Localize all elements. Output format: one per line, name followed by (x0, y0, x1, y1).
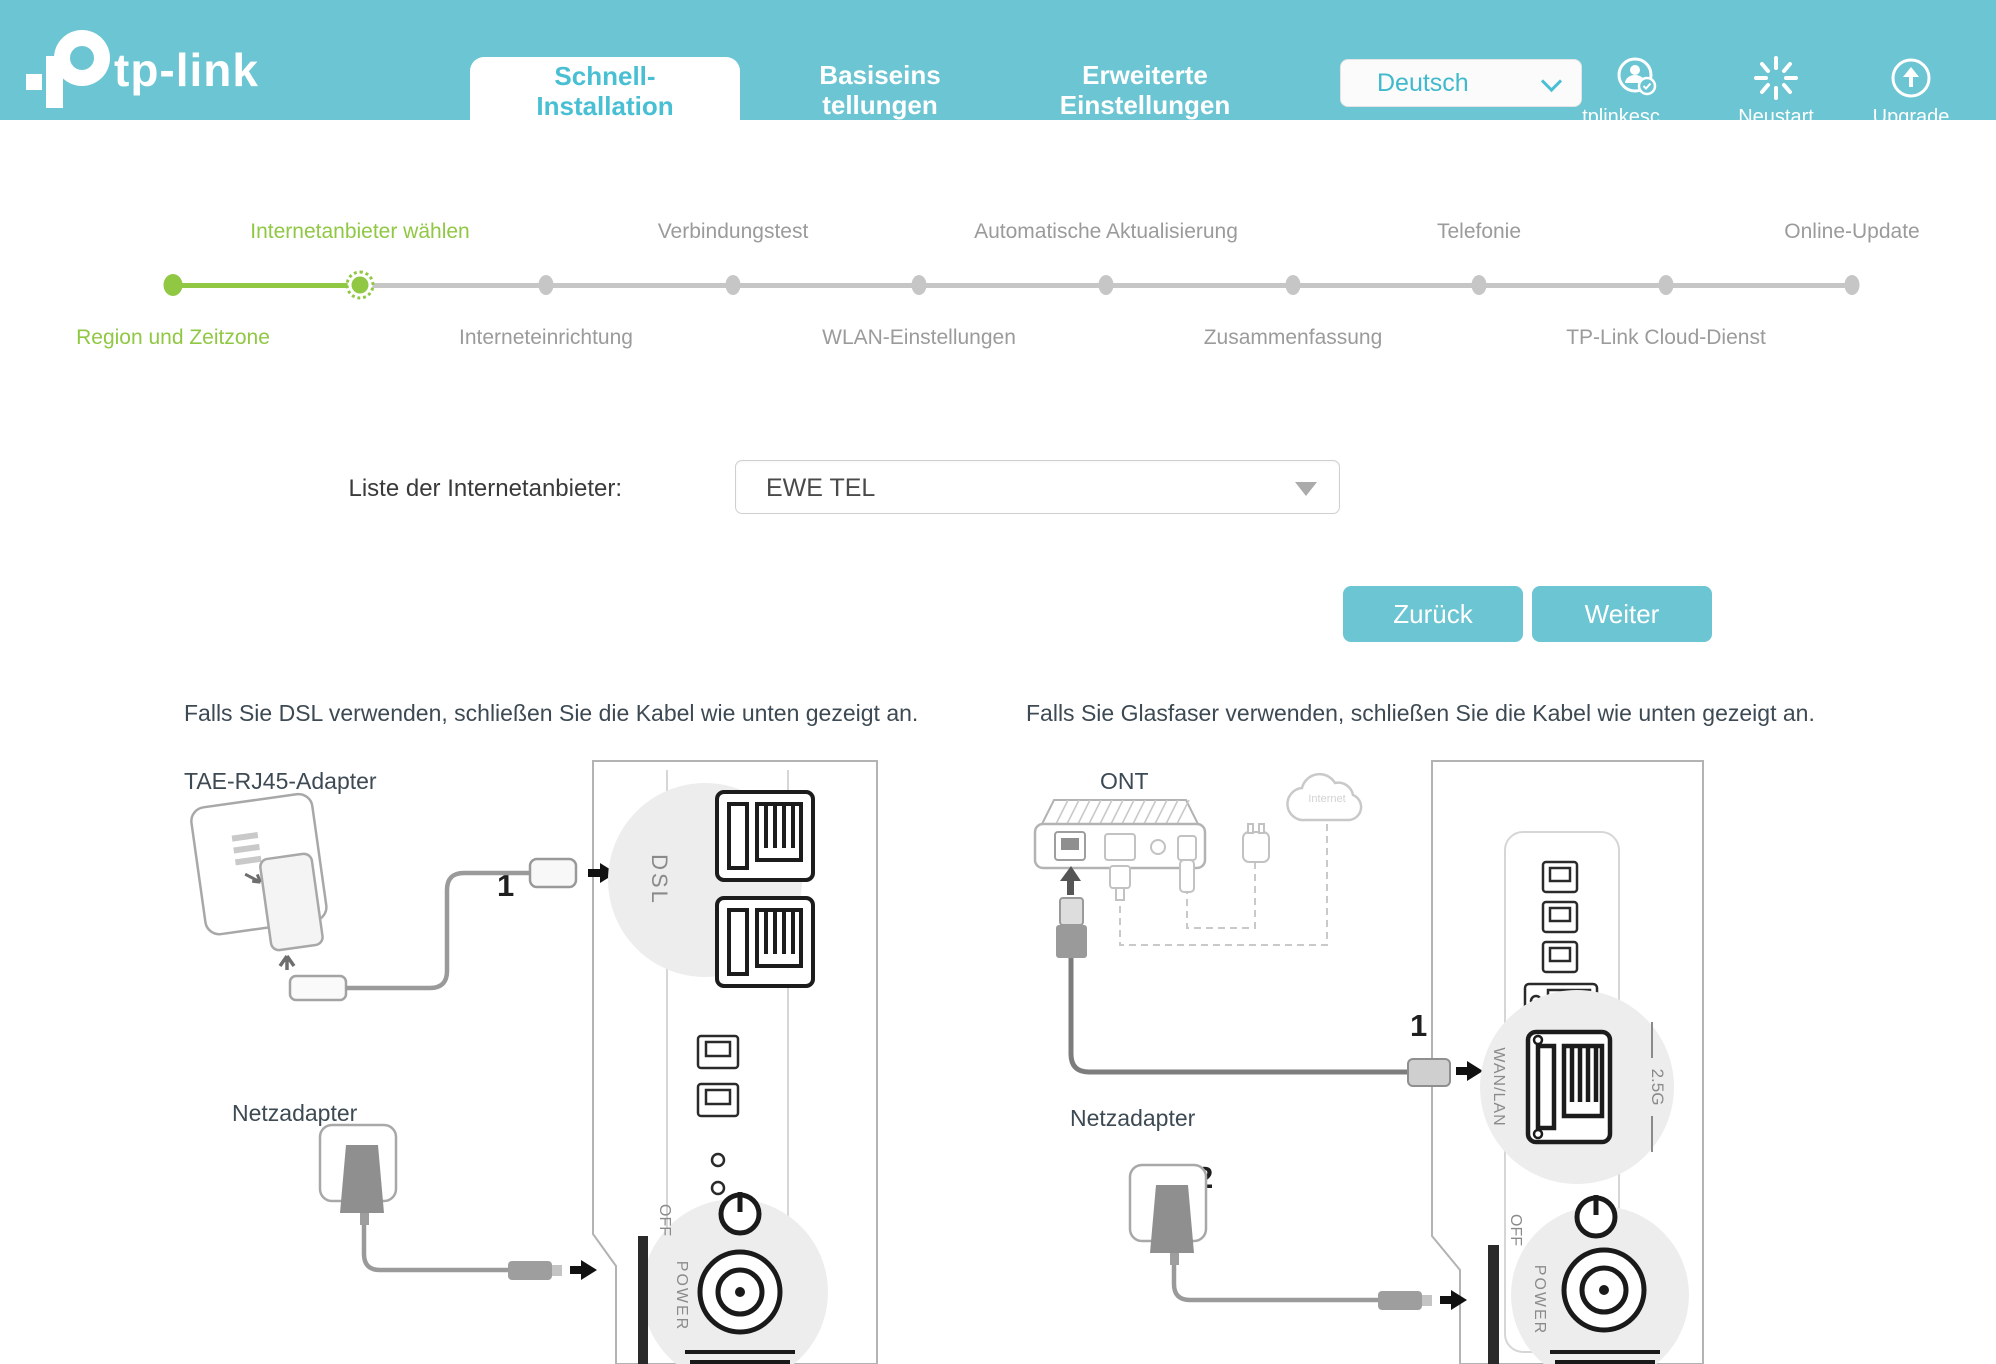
svg-text:tp-link: tp-link (114, 44, 259, 96)
step-dot-1 (163, 274, 183, 296)
back-button[interactable]: Zurück (1343, 586, 1523, 642)
off-label: OFF (1507, 1214, 1524, 1246)
internet-cloud-art: Internet (1286, 772, 1363, 822)
arrow-right-icon (588, 863, 616, 883)
arrow-up-icon (1060, 866, 1081, 895)
account-icon[interactable] (1615, 56, 1659, 100)
rj45-jack-art (1525, 1029, 1613, 1145)
step-label-10: Online-Update (1784, 220, 1920, 243)
step-dot-6 (1098, 275, 1114, 295)
fiber-plug-art (1109, 823, 1270, 901)
rj-plug (528, 857, 578, 889)
rj45-jack-art (715, 790, 815, 988)
restart-icon[interactable] (1754, 56, 1798, 100)
upgrade-label[interactable]: Upgrade (1872, 106, 1950, 128)
fiber-step1-number: 1 (1410, 1008, 1428, 1043)
wan-cable (1068, 958, 1408, 1075)
off-label: OFF (656, 1204, 673, 1236)
restart-label[interactable]: Neustart (1738, 106, 1814, 128)
tab-basic-settings[interactable]: Basiseins tellungen (745, 60, 1015, 120)
isp-list-label: Liste der Internetanbieter: (348, 475, 622, 502)
account-label[interactable]: tplinkesc… (1582, 106, 1680, 128)
step-dot-9 (1658, 275, 1674, 295)
stepper-track (173, 283, 1852, 288)
step-label-2: Internetanbieter wählen (250, 220, 470, 243)
dropdown-arrow-icon (1295, 482, 1317, 496)
step-dot-5 (911, 275, 927, 295)
tab-advanced-settings[interactable]: Erweiterte Einstellungen (1010, 60, 1280, 120)
step-label-3: Interneteinrichtung (459, 326, 633, 349)
dsl-caption: Falls Sie DSL verwenden, schließen Sie d… (184, 700, 919, 726)
rj-plug (288, 974, 348, 1002)
step-dot-3 (538, 275, 554, 295)
language-select[interactable]: Deutsch (1340, 59, 1582, 107)
step-dot-10 (1844, 275, 1860, 295)
power-label: POWER (673, 1261, 690, 1331)
dsl-cable (346, 870, 530, 991)
step-label-8: Telefonie (1436, 220, 1522, 243)
dsl-connection-diagram: DSL (190, 760, 878, 1364)
language-value: Deutsch (1377, 69, 1469, 97)
step-label-9: TP-Link Cloud-Dienst (1566, 326, 1766, 349)
arrow-right-icon (570, 1260, 597, 1280)
power-switch-art (718, 1192, 762, 1236)
power-adapter-art (318, 1123, 562, 1280)
dsl-port-label: DSL (647, 854, 672, 906)
tab-line: Schnell- (554, 61, 656, 91)
power-jack-art (685, 1249, 795, 1364)
arrow-right-icon (1456, 1061, 1483, 1081)
setup-progress-stepper: Region und Zeitzone Internetanbieter wähl… (0, 120, 1996, 380)
fiber-power-adapter-label: Netzadapter (1070, 1105, 1196, 1131)
tae-adapter-label: TAE-RJ45-Adapter (184, 768, 377, 794)
dashed-cables (1119, 824, 1328, 946)
power-label: POWER (1531, 1265, 1548, 1335)
speed-label: 2.5G (1648, 1069, 1667, 1106)
cloud-label: Internet (1308, 793, 1345, 805)
step-label-4: Verbindungstest (657, 220, 809, 243)
ont-label: ONT (1100, 768, 1149, 794)
dsl-power-adapter-label: Netzadapter (232, 1100, 358, 1126)
tab-line: Einstellungen (1059, 90, 1231, 120)
rj-plug (1407, 1058, 1451, 1087)
step-dot-2 (345, 270, 375, 300)
step-dot-7 (1285, 275, 1301, 295)
isp-dropdown-value: EWE TEL (766, 474, 876, 502)
tp-link-logo: tp-link (26, 30, 259, 108)
next-button[interactable]: Weiter (1532, 586, 1712, 642)
ethernet-plug-art (1056, 897, 1087, 958)
tab-line: tellungen (822, 90, 938, 120)
step-label-6: Automatische Aktualisierung (974, 220, 1238, 243)
upgrade-icon[interactable] (1889, 56, 1933, 100)
isp-dropdown[interactable]: EWE TEL (735, 460, 1340, 514)
step-dot-4 (725, 275, 741, 295)
tab-line: Basiseins (819, 60, 941, 90)
arrow-right-icon (1440, 1290, 1467, 1310)
wan-lan-label: WAN/LAN (1490, 1047, 1507, 1126)
fiber-connection-diagram: Internet (1033, 760, 1704, 1364)
step-label-5: WLAN-Einstellungen (822, 326, 1016, 349)
power-jack-art (1550, 1247, 1660, 1364)
tab-line: Erweiterte (1082, 60, 1208, 90)
ont-art (1033, 799, 1207, 870)
step-label-1: Region und Zeitzone (76, 326, 270, 349)
power-adapter-art (1128, 1163, 1432, 1310)
header-bar: tp-link Schnell- Installation Basiseins … (0, 0, 1996, 128)
dsl-step1-number: 1 (497, 868, 515, 903)
step-label-7: Zusammenfassung (1203, 326, 1383, 349)
stepper-progress (173, 283, 361, 288)
tae-socket-art (190, 792, 328, 952)
tab-quick-setup[interactable]: Schnell- Installation (470, 57, 740, 124)
fiber-caption: Falls Sie Glasfaser verwenden, schließen… (1026, 700, 1815, 726)
power-switch-art (1574, 1195, 1618, 1239)
step-dot-8 (1471, 275, 1487, 295)
chevron-down-icon (1540, 70, 1563, 93)
tab-line: Installation (536, 91, 674, 121)
